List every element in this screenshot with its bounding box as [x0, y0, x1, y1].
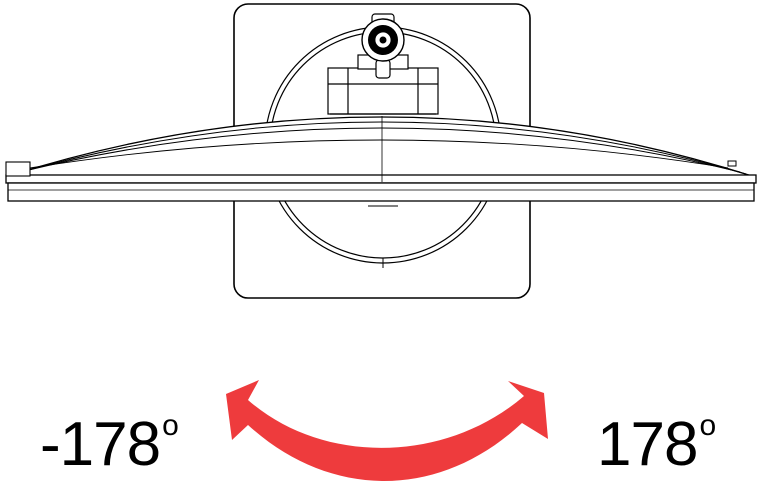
arrow-shape [226, 380, 548, 482]
cable-knob [361, 13, 405, 62]
curved-double-arrow-icon [226, 380, 548, 482]
monitor-panel [5, 116, 757, 202]
angle-label-right: 178o [597, 409, 716, 487]
right-angle-value: 178 [597, 410, 698, 479]
angle-label-left: -178o [40, 409, 179, 487]
left-angle-value: -178 [40, 410, 161, 479]
stand-neck [327, 54, 439, 115]
degree-mark-right: o [699, 409, 716, 442]
circle-markers [368, 205, 398, 268]
degree-mark-left: o [162, 409, 179, 442]
